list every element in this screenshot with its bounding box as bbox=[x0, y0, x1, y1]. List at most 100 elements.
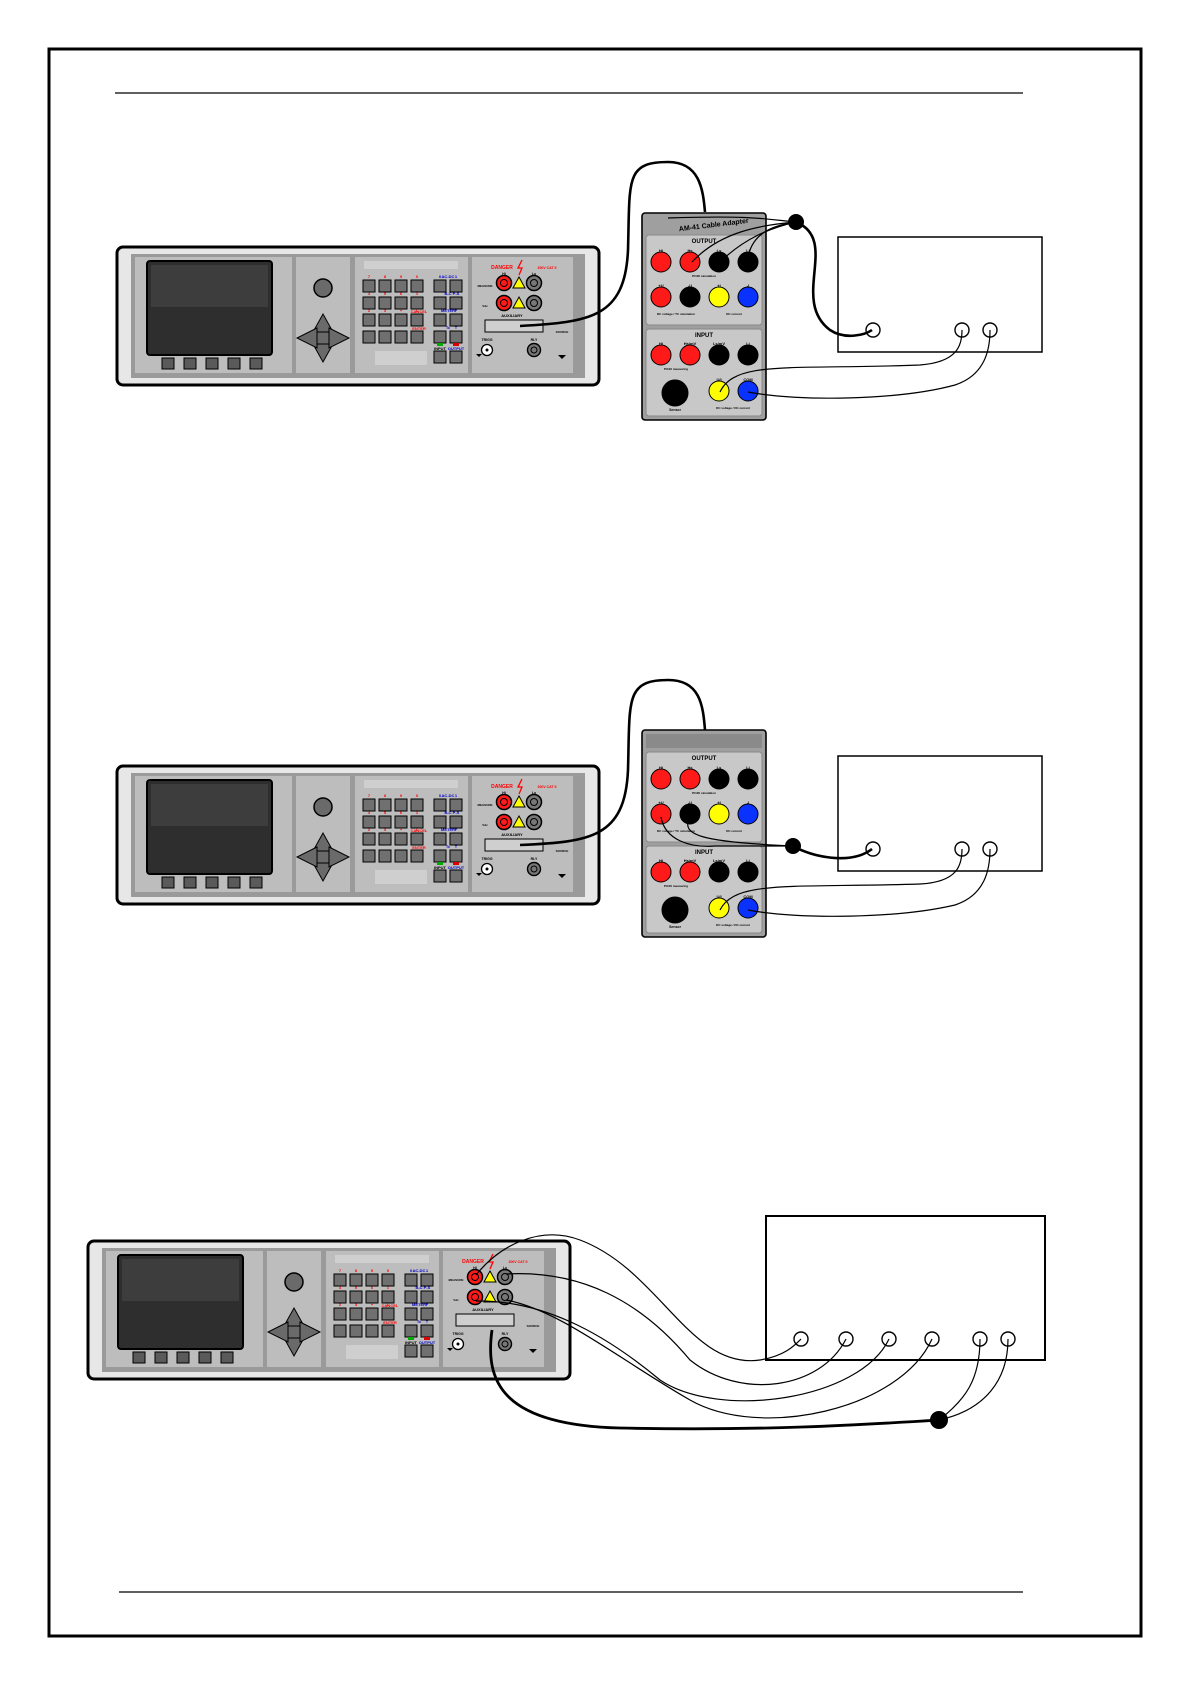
auxiliary-connector[interactable] bbox=[484, 319, 544, 333]
keypad-key[interactable] bbox=[381, 1324, 395, 1338]
softkey-button[interactable] bbox=[249, 876, 263, 889]
keypad-key[interactable] bbox=[381, 1273, 395, 1287]
keypad-key[interactable] bbox=[378, 330, 392, 344]
function-key[interactable] bbox=[449, 849, 463, 863]
input-terminal[interactable] bbox=[708, 344, 730, 366]
keypad-key[interactable] bbox=[349, 1324, 363, 1338]
output-terminal[interactable] bbox=[708, 768, 730, 790]
output-terminal[interactable] bbox=[679, 803, 701, 825]
input-terminal[interactable] bbox=[737, 861, 759, 883]
function-key[interactable] bbox=[449, 313, 463, 327]
keypad-key[interactable] bbox=[333, 1290, 347, 1304]
keypad-key[interactable] bbox=[410, 330, 424, 344]
function-key[interactable] bbox=[449, 330, 463, 344]
function-key[interactable] bbox=[433, 330, 447, 344]
softkey-button[interactable] bbox=[249, 357, 263, 370]
function-key[interactable] bbox=[404, 1290, 418, 1304]
keypad-key[interactable] bbox=[362, 832, 376, 846]
auxiliary-connector[interactable] bbox=[455, 1313, 515, 1327]
function-key[interactable] bbox=[420, 1273, 434, 1287]
function-key[interactable] bbox=[433, 296, 447, 310]
softkey-button[interactable] bbox=[183, 357, 197, 370]
lo-terminal[interactable] bbox=[525, 813, 543, 831]
keypad-key[interactable] bbox=[362, 849, 376, 863]
keypad-key[interactable] bbox=[333, 1273, 347, 1287]
hi-terminal[interactable] bbox=[495, 294, 513, 312]
softkey-button[interactable] bbox=[183, 876, 197, 889]
keypad-key[interactable] bbox=[349, 1307, 363, 1321]
keypad-key[interactable] bbox=[362, 279, 376, 293]
rly-terminal[interactable] bbox=[526, 342, 542, 358]
input-terminal[interactable] bbox=[737, 344, 759, 366]
softkey-button[interactable] bbox=[161, 357, 175, 370]
function-key[interactable] bbox=[420, 1290, 434, 1304]
output-terminal[interactable] bbox=[679, 251, 701, 273]
rly-terminal[interactable] bbox=[497, 1336, 513, 1352]
softkey-button[interactable] bbox=[161, 876, 175, 889]
enter-center-button[interactable] bbox=[316, 850, 330, 864]
keypad-key[interactable] bbox=[349, 1290, 363, 1304]
rly-terminal[interactable] bbox=[526, 861, 542, 877]
keypad-key[interactable] bbox=[410, 832, 424, 846]
function-key[interactable] bbox=[449, 279, 463, 293]
keypad-key[interactable] bbox=[378, 279, 392, 293]
keypad-key[interactable] bbox=[362, 296, 376, 310]
output-terminal[interactable] bbox=[737, 803, 759, 825]
keypad-key[interactable] bbox=[394, 313, 408, 327]
input-terminal[interactable] bbox=[737, 380, 759, 402]
keypad-key[interactable] bbox=[394, 815, 408, 829]
keypad-key[interactable] bbox=[410, 296, 424, 310]
output-mode-key[interactable] bbox=[449, 350, 463, 364]
enter-center-button[interactable] bbox=[316, 331, 330, 345]
function-key[interactable] bbox=[449, 832, 463, 846]
keypad-key[interactable] bbox=[349, 1273, 363, 1287]
keypad-key[interactable] bbox=[381, 1307, 395, 1321]
lo-terminal[interactable] bbox=[525, 294, 543, 312]
keypad-key[interactable] bbox=[410, 313, 424, 327]
softkey-button[interactable] bbox=[205, 876, 219, 889]
function-key[interactable] bbox=[404, 1307, 418, 1321]
input-terminal[interactable] bbox=[708, 897, 730, 919]
output-terminal[interactable] bbox=[679, 768, 701, 790]
function-key[interactable] bbox=[420, 1324, 434, 1338]
softkey-button[interactable] bbox=[132, 1351, 146, 1364]
output-terminal[interactable] bbox=[708, 251, 730, 273]
hi-terminal[interactable] bbox=[495, 274, 513, 292]
hi-terminal[interactable] bbox=[466, 1288, 484, 1306]
output-terminal[interactable] bbox=[737, 286, 759, 308]
hi-terminal[interactable] bbox=[495, 813, 513, 831]
enter-center-button[interactable] bbox=[287, 1325, 301, 1339]
output-terminal[interactable] bbox=[650, 286, 672, 308]
lo-terminal[interactable] bbox=[525, 793, 543, 811]
input-terminal[interactable] bbox=[650, 861, 672, 883]
function-key[interactable] bbox=[420, 1307, 434, 1321]
softkey-button[interactable] bbox=[205, 357, 219, 370]
rotary-knob[interactable] bbox=[313, 278, 333, 298]
function-key[interactable] bbox=[449, 815, 463, 829]
output-terminal[interactable] bbox=[737, 768, 759, 790]
function-key[interactable] bbox=[433, 798, 447, 812]
keypad-key[interactable] bbox=[365, 1307, 379, 1321]
keypad-key[interactable] bbox=[362, 330, 376, 344]
input-terminal[interactable] bbox=[679, 344, 701, 366]
hi-terminal[interactable] bbox=[466, 1268, 484, 1286]
keypad-key[interactable] bbox=[394, 296, 408, 310]
input-terminal[interactable] bbox=[708, 861, 730, 883]
keypad-key[interactable] bbox=[378, 832, 392, 846]
keypad-key[interactable] bbox=[394, 849, 408, 863]
softkey-button[interactable] bbox=[227, 876, 241, 889]
keypad-key[interactable] bbox=[394, 279, 408, 293]
output-mode-key[interactable] bbox=[449, 869, 463, 883]
function-key[interactable] bbox=[449, 296, 463, 310]
input-terminal[interactable] bbox=[679, 861, 701, 883]
function-key[interactable] bbox=[404, 1273, 418, 1287]
input-terminal[interactable] bbox=[650, 344, 672, 366]
keypad-key[interactable] bbox=[410, 849, 424, 863]
lo-terminal[interactable] bbox=[525, 274, 543, 292]
softkey-button[interactable] bbox=[154, 1351, 168, 1364]
input-terminal[interactable] bbox=[737, 897, 759, 919]
keypad-key[interactable] bbox=[410, 815, 424, 829]
keypad-key[interactable] bbox=[378, 296, 392, 310]
function-key[interactable] bbox=[404, 1324, 418, 1338]
output-terminal[interactable] bbox=[650, 768, 672, 790]
